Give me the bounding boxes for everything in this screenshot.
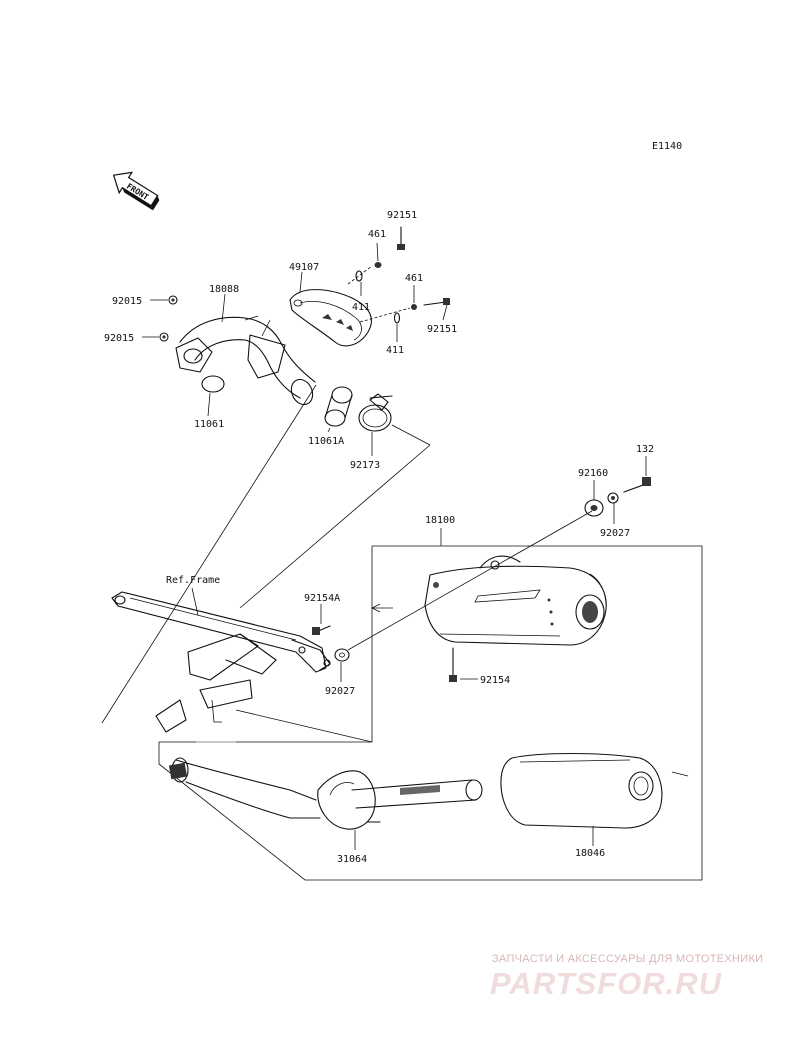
frame-reference (111, 591, 331, 733)
grommet-411-a (355, 270, 363, 282)
bolt-92151-a (397, 226, 405, 250)
label-11061A: 11061A (308, 436, 344, 447)
washer-461-a (374, 262, 382, 268)
label-461-a: 461 (368, 229, 386, 240)
label-92154: 92154 (480, 675, 510, 686)
nut-92015-b (159, 332, 169, 342)
diagram-code: E1140 (652, 141, 682, 152)
label-92027-a: 92027 (600, 528, 630, 539)
washer-461-b (411, 304, 417, 310)
label-92151-a: 92151 (387, 210, 417, 221)
label-31064: 31064 (337, 854, 367, 865)
label-18088: 18088 (209, 284, 239, 295)
bolt-92154A (312, 625, 331, 635)
muffler-assembly-outline (158, 545, 703, 881)
header-pipe-18088 (175, 315, 316, 406)
muffler-18100 (424, 555, 607, 646)
label-92151-b: 92151 (427, 324, 457, 335)
bolt-92154 (449, 647, 457, 682)
bolt-92151-b (423, 298, 450, 306)
bolt-132 (623, 477, 651, 493)
label-49107: 49107 (289, 262, 319, 273)
label-92015-b: 92015 (104, 333, 134, 344)
label-92015-a: 92015 (112, 296, 142, 307)
label-411-b: 411 (386, 345, 404, 356)
label-92160: 92160 (578, 468, 608, 479)
label-132: 132 (636, 444, 654, 455)
front-arrow-icon: FRONT (112, 171, 160, 211)
inner-pipe-31064 (168, 757, 483, 830)
gasket-11061 (201, 375, 225, 393)
washer-92027-a (607, 492, 619, 504)
ref-frame-label: Ref.Frame (166, 575, 220, 586)
label-92173: 92173 (350, 460, 380, 471)
washer-92027-b (334, 648, 350, 662)
sleeve-11061A (324, 386, 353, 427)
label-18046: 18046 (575, 848, 605, 859)
damper-92160 (584, 499, 604, 517)
packing-18046 (500, 752, 663, 829)
grommet-411-b (393, 312, 401, 324)
label-18100: 18100 (425, 515, 455, 526)
nut-92015-a (168, 295, 178, 305)
heat-guard-49107 (289, 289, 372, 347)
clamp-92173 (358, 393, 393, 432)
label-92154A: 92154A (304, 593, 340, 604)
label-11061: 11061 (194, 419, 224, 430)
watermark-brand: PARTSFOR.RU (490, 966, 723, 1001)
label-461-b: 461 (405, 273, 423, 284)
watermark-subtitle: ЗАПЧАСТИ И АКСЕССУАРЫ ДЛЯ МОТОТЕХНИКИ (492, 953, 764, 965)
label-411-a: 411 (352, 302, 370, 313)
label-92027-b: 92027 (325, 686, 355, 697)
